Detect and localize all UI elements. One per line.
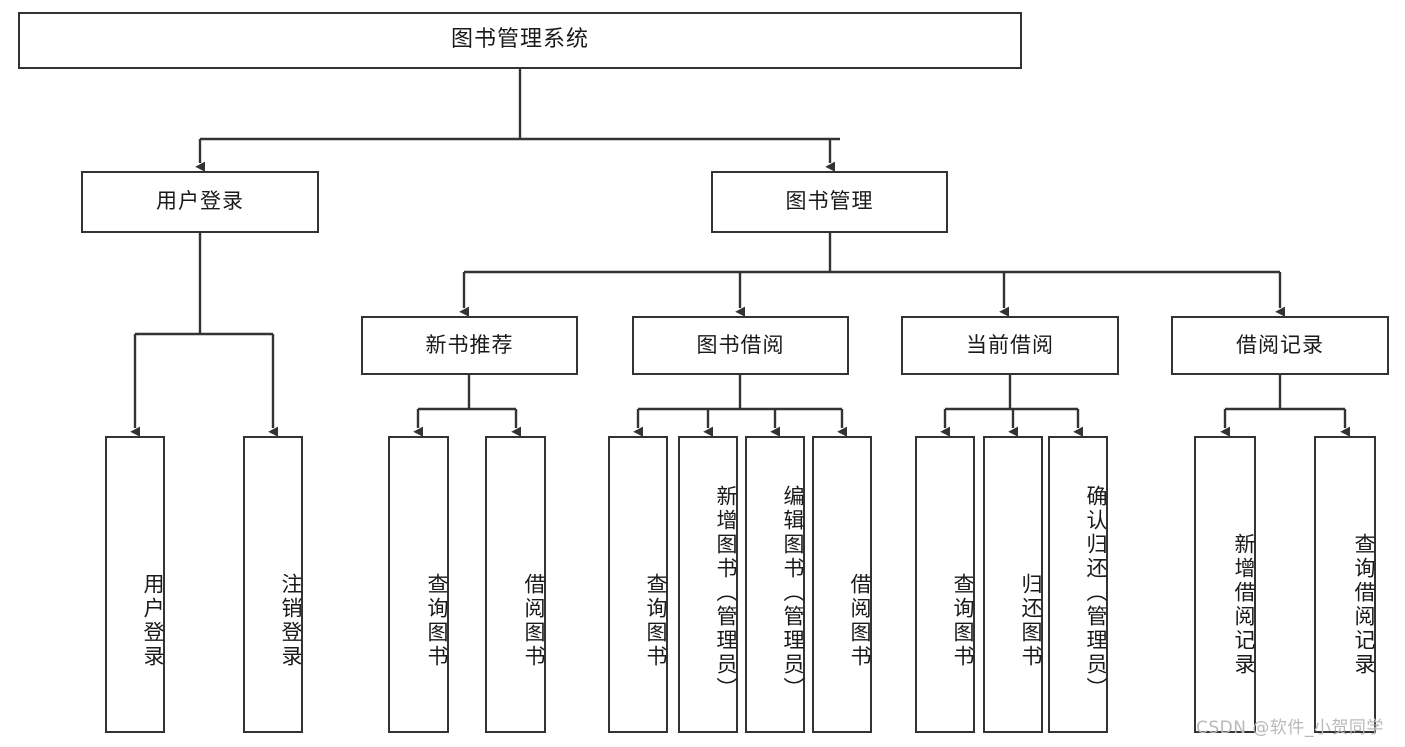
leaf-borrow-book-recommend[interactable]: 借阅图书 (485, 436, 546, 733)
csdn-watermark: CSDN @软件_小贺同学 (1196, 718, 1384, 738)
connector-newbook-to-leaves (413, 375, 522, 437)
leaf-query-book-borrow[interactable]: 查询图书 (608, 436, 668, 733)
node-root-system[interactable]: 图书管理系统 (18, 12, 1022, 69)
node-current-borrow[interactable]: 当前借阅 (901, 316, 1119, 375)
connector-userlogin-to-leaves (130, 233, 279, 437)
leaf-return-book[interactable]: 归还图书 (983, 436, 1043, 733)
node-borrow-record[interactable]: 借阅记录 (1171, 316, 1389, 375)
leaf-query-borrow-record[interactable]: 查询借阅记录 (1314, 436, 1376, 733)
node-book-management[interactable]: 图书管理 (711, 171, 948, 233)
leaf-confirm-return-admin[interactable]: 确认归还（管理员） (1048, 436, 1108, 733)
leaf-add-borrow-record[interactable]: 新增借阅记录 (1194, 436, 1256, 733)
leaf-query-book-recommend[interactable]: 查询图书 (388, 436, 449, 733)
leaf-edit-book-admin[interactable]: 编辑图书（管理员） (745, 436, 805, 733)
leaf-query-book-current[interactable]: 查询图书 (915, 436, 975, 733)
node-user-login[interactable]: 用户登录 (81, 171, 319, 233)
connector-borrowrecord-to-leaves (1220, 375, 1351, 437)
leaf-user-login[interactable]: 用户登录 (105, 436, 165, 733)
leaf-borrow-book[interactable]: 借阅图书 (812, 436, 872, 733)
connector-root-to-level2 (195, 69, 840, 172)
node-book-borrow[interactable]: 图书借阅 (632, 316, 849, 375)
connector-bookmgmt-to-level3 (459, 233, 1286, 317)
node-new-book-recommend[interactable]: 新书推荐 (361, 316, 578, 375)
leaf-add-book-admin[interactable]: 新增图书（管理员） (678, 436, 738, 733)
leaf-logout-login[interactable]: 注销登录 (243, 436, 303, 733)
connector-currentborrow-to-leaves (940, 375, 1084, 437)
connector-bookborrow-to-leaves (633, 375, 848, 437)
